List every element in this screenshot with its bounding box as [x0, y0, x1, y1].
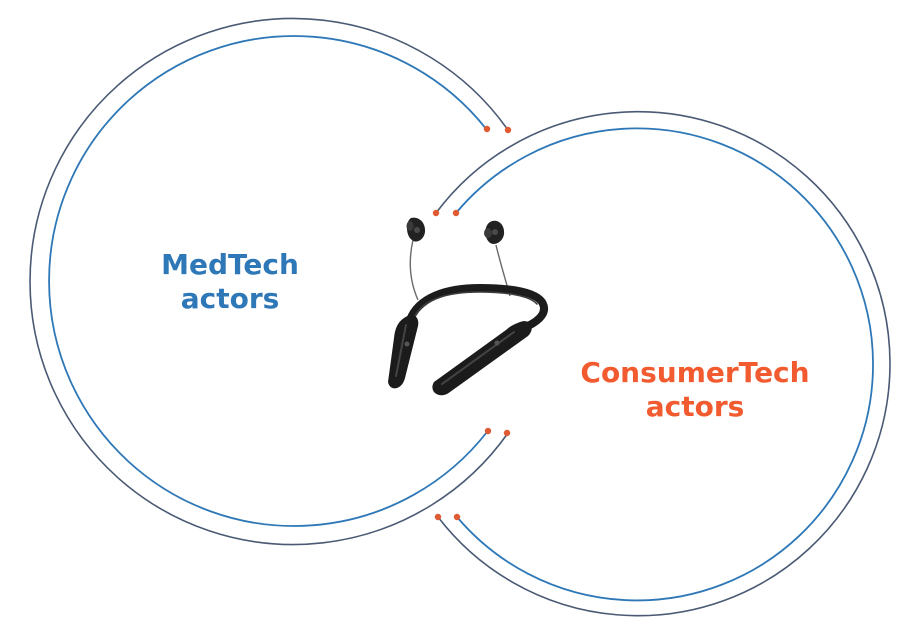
- medtech-dot-top-outer: [504, 126, 512, 134]
- consumertech-inner-ring: [455, 127, 874, 602]
- medtech-outer-ring: [29, 17, 509, 546]
- medtech-circle: [29, 17, 512, 546]
- right-neckband-pod: [432, 321, 532, 396]
- medtech-label: MedTech actors: [135, 248, 325, 316]
- medtech-label-line1: MedTech: [161, 248, 299, 281]
- medtech-dot-bottom-inner: [484, 427, 492, 435]
- consumertech-label: ConsumerTech actors: [535, 356, 855, 424]
- medtech-dot-bottom-outer: [503, 429, 511, 437]
- left-neckband-pod: [388, 315, 419, 389]
- consumertech-label-line1: ConsumerTech: [580, 356, 810, 389]
- left-earbud-cable: [409, 239, 419, 301]
- consumertech-label-line2: actors: [645, 390, 745, 424]
- medtech-dot-top-inner: [483, 125, 491, 133]
- consumertech-dot-top-inner: [452, 209, 460, 217]
- medtech-label-line2: actors: [180, 282, 280, 316]
- consumertech-dot-bottom-inner: [453, 513, 461, 521]
- medtech-inner-ring: [48, 35, 488, 527]
- consumertech-dot-top-outer: [432, 209, 440, 217]
- consumertech-dot-bottom-outer: [434, 513, 442, 521]
- left-earbud: [406, 217, 426, 242]
- right-earbud: [484, 220, 505, 245]
- consumertech-outer-ring: [435, 110, 891, 617]
- neckband-band: [406, 283, 549, 330]
- consumertech-circle: [432, 110, 891, 617]
- neckband-earphones-icon: [388, 217, 549, 396]
